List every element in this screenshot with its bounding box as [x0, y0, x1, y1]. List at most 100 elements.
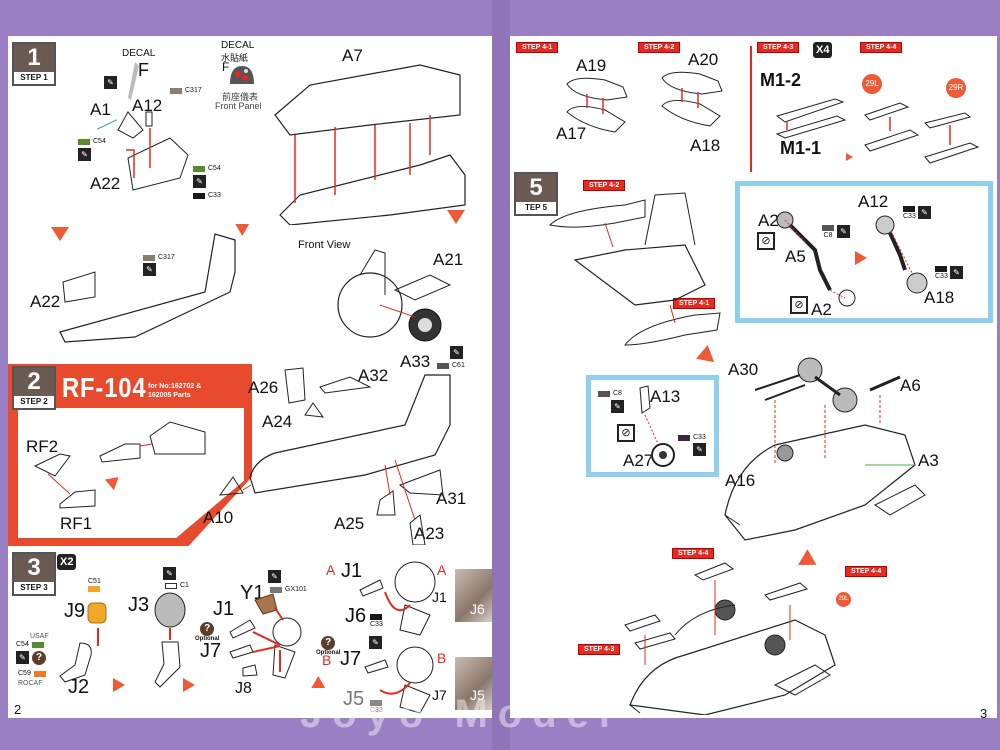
part-label-j8: J8 — [235, 680, 252, 697]
cockpit-tub-drawing — [117, 111, 189, 191]
watermark-text: Joyo Model — [300, 692, 621, 736]
color-chip-c33: C33 — [903, 206, 916, 220]
callout-step4-3: STEP 4-3 — [578, 644, 621, 655]
part-label-j7: J7 — [340, 648, 362, 670]
variant-note-2: 162005 Parts — [148, 392, 191, 399]
paint-icon: ✎ — [450, 346, 463, 359]
variant-note-1: for No:162702 & — [148, 383, 202, 390]
part-label-a3: A3 — [918, 451, 939, 470]
color-chip-c54: C54 — [78, 138, 106, 145]
flow-arrow-icon — [846, 153, 853, 161]
part-label-a27: A27 — [623, 451, 654, 470]
color-chip-c33: C33 — [370, 700, 383, 714]
part-label-a6: A6 — [900, 376, 921, 395]
paint-icon: ✎ — [193, 175, 206, 188]
paint-icon: ✎ — [950, 266, 963, 279]
step4-3-tag: STEP 4-3 — [757, 42, 800, 53]
color-chip-c33: C33 — [193, 192, 221, 199]
flow-arrow-icon — [51, 227, 69, 241]
part-label-j6: J6 — [345, 605, 367, 627]
part-label-a2: A2 — [758, 211, 779, 230]
page-gutter — [492, 0, 510, 750]
callout-step4-4: STEP 4-4 — [845, 566, 888, 577]
flow-arrow-icon — [113, 678, 125, 692]
option-b-photo: J7 J5 — [432, 657, 492, 710]
part-label-a18: A18 — [924, 288, 955, 307]
part-label-a17: A17 — [556, 124, 587, 143]
step-number: 1 — [14, 44, 54, 72]
part-label-a5: A5 — [785, 247, 806, 266]
part-label-a32: A32 — [358, 366, 389, 385]
pilot-option-b-drawing — [364, 646, 434, 714]
no-glue-icon: ⊘ — [617, 424, 635, 442]
part-label-a22: A22 — [90, 174, 121, 193]
part-label-m1-2: M1-2 — [760, 70, 802, 90]
part-label-a12: A12 — [132, 96, 163, 115]
part-label-a24: A24 — [262, 412, 293, 431]
color-chip-c33: C33 — [678, 434, 706, 441]
paint-icon: ✎ — [611, 400, 624, 413]
paint-icon: ✎ — [78, 148, 91, 161]
callout-step4-4: STEP 4-4 — [672, 548, 715, 559]
flow-arrow-icon — [183, 678, 195, 692]
leader-line — [97, 628, 99, 646]
option-a-photo: J1 J6 — [432, 569, 492, 622]
flow-arrow-icon — [855, 251, 867, 265]
part-label-j5: J5 — [343, 688, 365, 710]
color-chip-c54: C54 — [16, 641, 44, 648]
aircraft-weapons-assembly-drawing — [624, 562, 836, 715]
paint-icon: ✎ — [693, 443, 706, 456]
part-label-a18: A18 — [690, 136, 721, 155]
page-number: 3 — [980, 706, 988, 721]
paint-icon: ✎ — [104, 76, 117, 89]
decal-label: DECAL — [122, 48, 156, 59]
part-label-a25: A25 — [334, 514, 365, 533]
color-chip-c51: C51 — [88, 578, 101, 592]
pilot-assembly-drawing — [229, 593, 302, 679]
part-label-j1: J1 — [341, 560, 363, 582]
part-label-rf1: RF1 — [60, 514, 93, 533]
color-chip-c33: C33 — [935, 266, 948, 280]
color-chip-c8: C8 — [598, 390, 622, 397]
rocaf-note: ROCAF — [18, 680, 43, 687]
quantity-badge: X2 — [57, 554, 77, 570]
optional-icon: ?Optional — [195, 622, 220, 642]
color-chip-c54: C54 — [193, 165, 221, 172]
step-label: STEP 3 — [20, 583, 48, 592]
part-label-j2: J2 — [68, 676, 90, 698]
part-label-j9: J9 — [64, 600, 86, 622]
quantity-badge: X4 — [813, 42, 833, 58]
part-label-a19: A19 — [576, 56, 607, 75]
fuselage-assembly-drawing — [274, 64, 466, 225]
part-label-a31: A31 — [436, 489, 467, 508]
marker-29r: 29R — [946, 78, 966, 98]
paint-icon: ✎ — [143, 263, 156, 276]
option-a-photo-tag: A — [437, 562, 447, 578]
missile-pair-drawing — [864, 102, 980, 164]
main-gear-strut-drawing — [776, 211, 856, 307]
paint-icon: ✎ — [918, 206, 931, 219]
part-label-a2: A2 — [811, 300, 832, 319]
part-label-a21: A21 — [433, 250, 464, 269]
part-label-a33: A33 — [400, 352, 431, 371]
callout-step4-2: STEP 4-2 — [583, 180, 626, 191]
step4-2-tag: STEP 4-2 — [638, 42, 681, 53]
pilot-option-a-drawing — [359, 561, 436, 636]
step3-badge: 3 STEP 3 — [12, 552, 56, 596]
part-label-a20: A20 — [688, 50, 719, 69]
no-glue-icon: ⊘ — [790, 296, 808, 314]
paint-icon: ✎ — [163, 567, 176, 580]
step-number: 5 — [516, 174, 556, 202]
decal2-chinese: 水貼紙 — [221, 53, 249, 63]
part-label-a26: A26 — [248, 378, 279, 397]
helmet-part-drawing — [87, 602, 107, 624]
rf-nose-drawing — [33, 421, 206, 509]
paint-icon: ✎ — [369, 636, 382, 649]
step-label: STEP 1 — [20, 73, 48, 82]
part-label-rf2: RF2 — [26, 437, 59, 456]
gear-assembly-drawing — [875, 215, 928, 294]
page-number: 2 — [14, 702, 22, 717]
flow-arrow-icon — [447, 210, 465, 224]
part-label-a7: A7 — [342, 46, 363, 65]
fuselage-half-drawing — [59, 233, 236, 343]
